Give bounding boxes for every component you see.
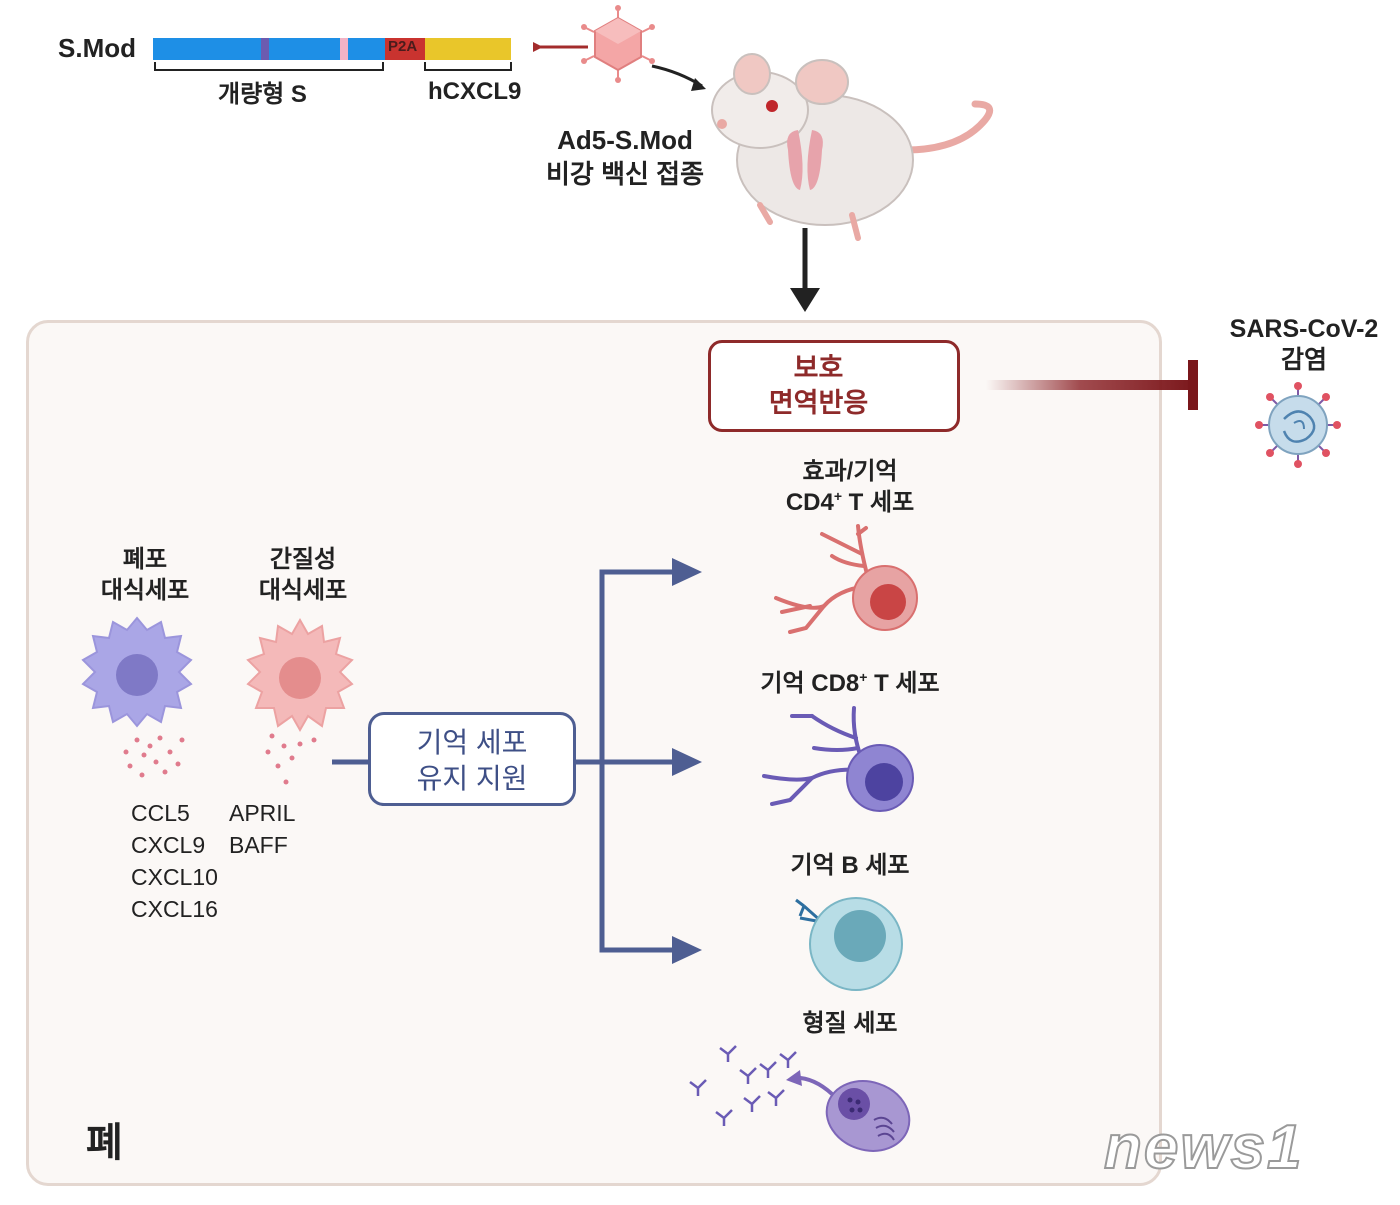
vaccination-route: 비강 백신 접종 <box>546 158 704 189</box>
support-connectors <box>332 569 676 953</box>
b-cell-icon <box>795 897 903 991</box>
inhibition-bar <box>1188 360 1198 410</box>
protective-response-text: 보호 면역반응 <box>711 351 956 421</box>
memory-support-box: 기억 세포 유지 지원 <box>368 712 576 806</box>
chemokine-label: hCXCL9 <box>428 78 522 105</box>
protection-line-2: 면역반응 <box>768 388 869 419</box>
infection-caption: SARS-CoV-2 감염 <box>1222 314 1386 377</box>
construct-bar <box>153 38 512 71</box>
spike-marker-2 <box>340 38 348 60</box>
plasma-cell-icon <box>786 1070 911 1152</box>
chemokine-bracket <box>424 62 512 71</box>
cd4-title-line-2: CD4+ T 세포 <box>730 487 970 518</box>
cd8-marker: 기억 CD8 <box>760 670 860 697</box>
protection-line-1: 보호 <box>793 353 844 383</box>
vaccination-caption: Ad5-S.Mod 비강 백신 접종 <box>520 124 730 192</box>
cd4-title-line-1: 효과/기억 <box>802 458 898 485</box>
alveolar-factor-list: CCL5 CXCL9 CXCL10 CXCL16 <box>131 797 218 925</box>
cd8-t-cell-icon <box>762 706 914 812</box>
b-cell-title: 기억 B 세포 <box>790 852 910 879</box>
gene-label: S.Mod <box>58 33 136 63</box>
lung-label: 폐 <box>86 1121 123 1165</box>
p2a-segment <box>385 38 425 60</box>
memory-support-text: 기억 세포 유지 지원 <box>371 725 573 797</box>
cd4-superscript: + <box>833 488 843 505</box>
interstitial-macrophage-title: 간질성 대식세포 <box>228 544 378 606</box>
plasma-cell-title: 형질 세포 <box>802 1010 898 1037</box>
cd8-t-cell-title: 기억 CD8+ T 세포 <box>720 668 980 699</box>
factor-item: APRIL <box>229 800 296 826</box>
alveolar-title-line-1: 폐포 <box>122 546 168 573</box>
interstitial-factor-list: APRIL BAFF <box>229 797 295 861</box>
inhibition-line <box>986 380 1196 390</box>
factor-item: CXCL16 <box>131 896 218 922</box>
interstitial-title-line-2: 대식세포 <box>258 577 348 605</box>
lung-panel <box>26 320 1162 1186</box>
mouse-icon <box>711 53 994 241</box>
protective-response-box: 보호 면역반응 <box>708 340 960 432</box>
cd4-suffix: T 세포 <box>842 489 915 517</box>
infection-line-1: SARS-CoV-2 <box>1229 315 1379 343</box>
infection-line-2: 감염 <box>1280 346 1327 375</box>
interstitial-secretion-dots <box>265 733 317 785</box>
cd4-t-cell-title: 효과/기억 CD4+ T 세포 <box>730 456 970 518</box>
arrow-to-cd4 <box>672 558 702 586</box>
down-arrow <box>790 288 820 312</box>
support-line-2: 유지 지원 <box>416 762 528 794</box>
spike-bracket <box>154 62 384 71</box>
coronavirus-icon <box>1255 382 1341 468</box>
alveolar-title-line-2: 대식세포 <box>100 577 190 605</box>
p2a-label: P2A <box>388 38 418 55</box>
cd8-superscript: + <box>859 669 868 685</box>
support-line-1: 기억 세포 <box>416 727 528 758</box>
cd8-suffix: T 세포 <box>867 670 940 697</box>
factor-item: CXCL10 <box>131 864 218 890</box>
antibody-icons <box>689 1045 797 1126</box>
chemokine-segment <box>425 38 511 60</box>
factor-item: BAFF <box>229 832 288 858</box>
interstitial-macrophage-icon <box>246 617 354 733</box>
factor-item: CXCL9 <box>131 832 206 858</box>
vector-name: Ad5-S.Mod <box>557 125 693 155</box>
spike-marker-1 <box>261 38 269 60</box>
interstitial-title-line-1: 간질성 <box>269 546 337 573</box>
alveolar-macrophage-icon <box>81 616 193 728</box>
news1-logo: news1 <box>1103 1112 1304 1183</box>
arrow-to-b-cell <box>672 936 702 964</box>
factor-item: CCL5 <box>131 800 190 826</box>
alveolar-secretion-dots <box>123 735 185 778</box>
alveolar-macrophage-title: 폐포 대식세포 <box>70 544 220 606</box>
cd4-t-cell-icon <box>774 524 918 634</box>
adenovirus-icon <box>581 5 655 83</box>
arrow-to-cd8 <box>672 748 702 776</box>
cd4-marker: CD4 <box>785 489 834 517</box>
spike-label: 개량형 S <box>218 81 307 108</box>
